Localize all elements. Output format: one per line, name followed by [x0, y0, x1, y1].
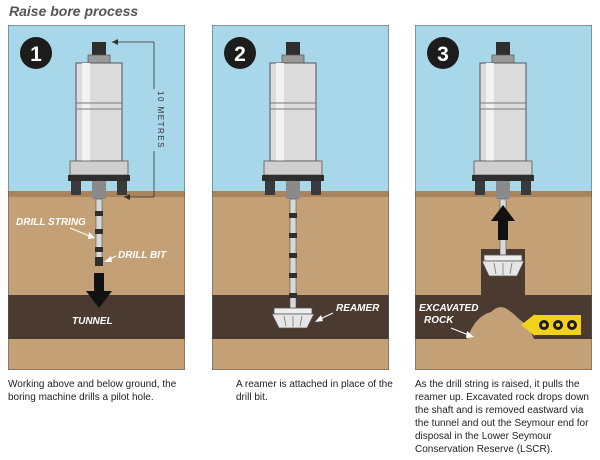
step-2-number: 2	[234, 43, 246, 66]
down-arrow	[86, 273, 112, 308]
step-1-badge: 1	[20, 37, 52, 69]
drill-string	[95, 198, 103, 262]
drill-string-label: DRILL STRING	[16, 217, 86, 228]
step-2-caption: A reamer is attached in place of the dri…	[236, 379, 393, 403]
boring-machine	[472, 42, 534, 199]
excavated-rock-label-line2: ROCK	[424, 315, 454, 326]
height-label: 10 METRES	[156, 91, 165, 149]
drill-bit-label: DRILL BIT	[118, 250, 167, 261]
height-dimension: 10 METRES	[112, 39, 165, 200]
step-3-number: 3	[437, 43, 449, 66]
step-3-badge: 3	[427, 37, 459, 69]
step-1-panel: 10 METRES 1 DRILL STRING DRILL BIT TUNNE…	[8, 25, 185, 370]
step-1-caption: Working above and below ground, the bori…	[8, 379, 177, 403]
tunnel-label: TUNNEL	[72, 316, 113, 327]
step-2-panel: 2 REAMER	[212, 25, 389, 370]
reamer	[481, 254, 525, 277]
excavated-rock-pile	[467, 307, 534, 339]
reamer-label: REAMER	[336, 303, 380, 314]
diagram-title: Raise bore process	[9, 3, 139, 19]
step-1-number: 1	[30, 43, 42, 66]
step-3-caption: As the drill string is raised, it pulls …	[415, 379, 589, 455]
ground-surface	[212, 191, 389, 197]
boring-machine	[68, 42, 130, 199]
rock-conveyor	[521, 314, 581, 336]
step-2-badge: 2	[224, 37, 256, 69]
up-arrow	[491, 205, 515, 240]
excavated-rock-label-line1: EXCAVATED	[419, 303, 478, 314]
reamer	[271, 307, 315, 329]
boring-machine	[262, 42, 324, 199]
step-3-panel: 3 EXCAVATED ROCK	[415, 25, 592, 370]
drill-string	[289, 198, 297, 314]
drill-bit	[95, 257, 103, 266]
